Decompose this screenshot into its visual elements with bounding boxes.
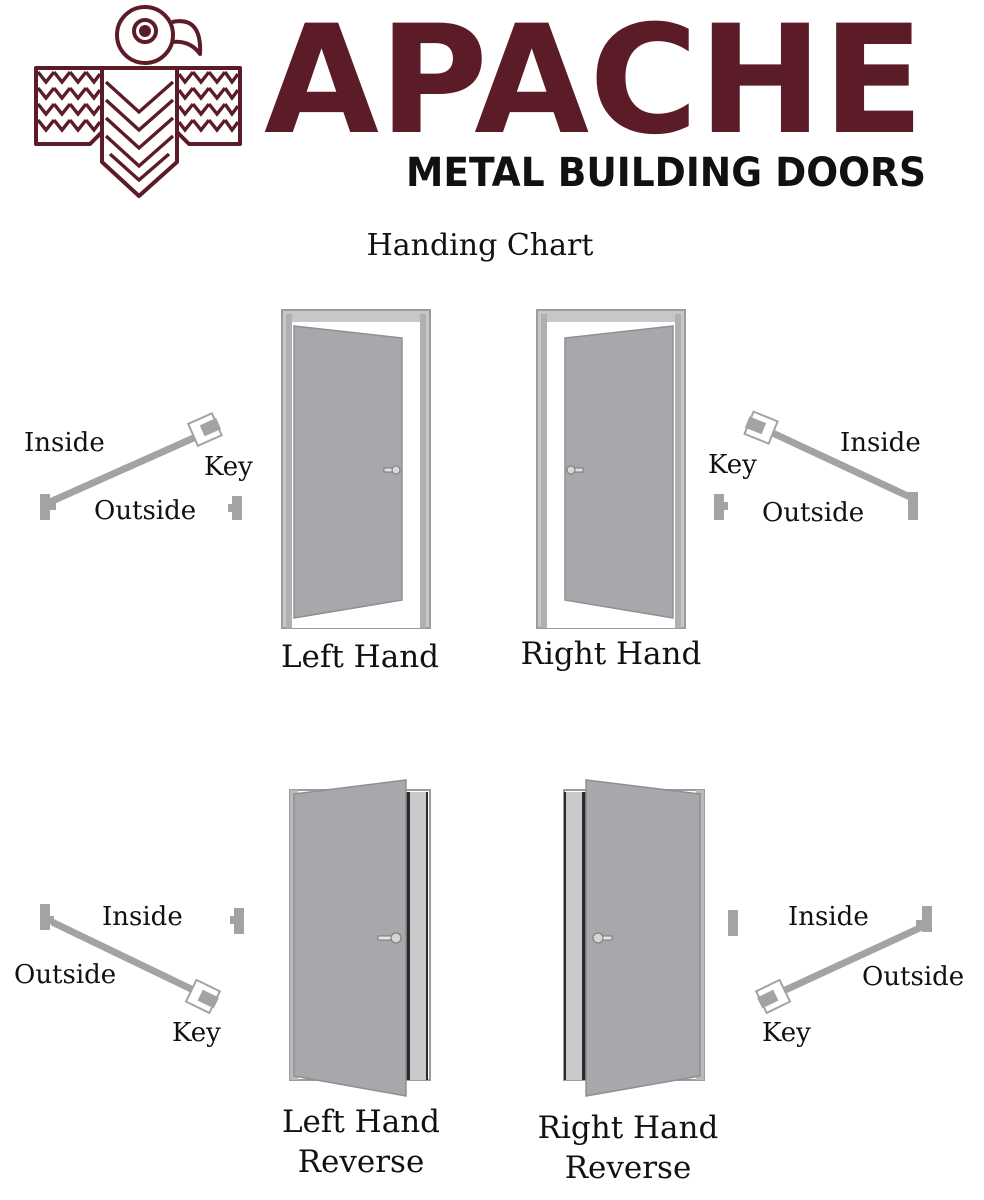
- left-hand-reverse-key-label: Key: [172, 1018, 221, 1048]
- brand-name: APACHE: [264, 0, 924, 168]
- left-hand-inside-label: Inside: [24, 428, 105, 458]
- caption-line: Right Hand: [537, 1110, 719, 1146]
- brand-tagline: METAL BUILDING DOORS: [406, 150, 926, 196]
- right-hand-reverse-swing-diagram: [728, 906, 932, 1015]
- right-hand-reverse-key-label: Key: [762, 1018, 811, 1048]
- right-hand-inside-label: Inside: [840, 428, 921, 458]
- caption-line: Reverse: [564, 1150, 692, 1186]
- right-hand-swing-diagram: [714, 410, 918, 520]
- left-hand-caption: Left Hand: [262, 637, 458, 677]
- left-hand-reverse-door-image: [289, 779, 431, 1097]
- left-hand-key-label: Key: [204, 452, 253, 482]
- left-hand-swing-diagram: [40, 412, 242, 520]
- right-hand-door-image: [536, 309, 686, 629]
- caption-line: Left Hand: [281, 1104, 441, 1140]
- left-hand-reverse-caption: Left Hand Reverse: [266, 1102, 456, 1182]
- left-hand-reverse-inside-label: Inside: [102, 902, 183, 932]
- right-hand-reverse-caption: Right Hand Reverse: [530, 1108, 726, 1188]
- apache-wordmark: APACHE METAL BUILDING DOORS: [264, 0, 926, 196]
- caption-line: Left Hand: [280, 639, 440, 675]
- right-hand-caption: Right Hand: [510, 634, 712, 674]
- chart-title: Handing Chart: [366, 228, 594, 263]
- left-hand-reverse-swing-diagram: [40, 904, 244, 1015]
- right-hand-reverse-outside-label: Outside: [862, 962, 965, 992]
- left-hand-outside-label: Outside: [94, 496, 197, 526]
- right-hand-reverse-inside-label: Inside: [788, 902, 869, 932]
- right-hand-key-label: Key: [708, 450, 757, 480]
- caption-line: Reverse: [297, 1144, 425, 1180]
- right-hand-outside-label: Outside: [762, 498, 865, 528]
- left-hand-reverse-outside-label: Outside: [14, 960, 117, 990]
- apache-eagle-logo: [34, 5, 242, 198]
- caption-line: Right Hand: [520, 636, 702, 672]
- left-hand-door-image: [281, 309, 431, 629]
- right-hand-reverse-door-image: [563, 779, 705, 1097]
